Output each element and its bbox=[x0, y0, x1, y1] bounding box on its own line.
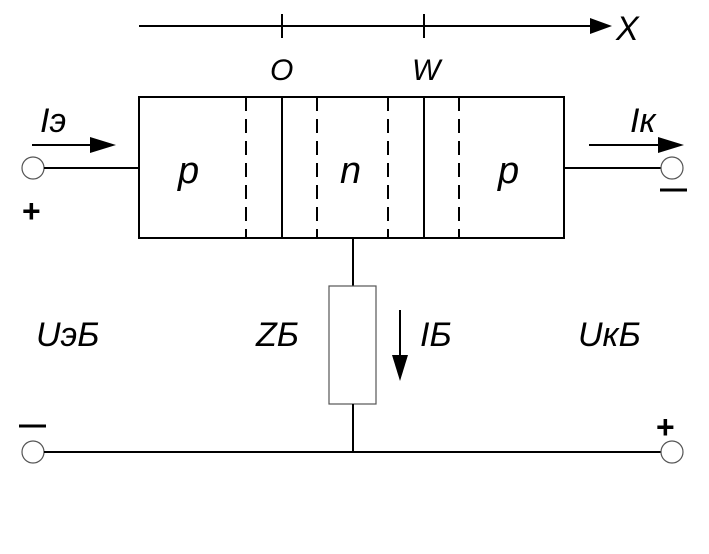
bottom-right-terminal bbox=[660, 440, 684, 464]
base-current-label: IБ bbox=[420, 316, 452, 354]
collector-terminal bbox=[660, 156, 684, 180]
region-p-collector: p bbox=[497, 150, 519, 192]
collector-base-voltage-label: UкБ bbox=[578, 316, 641, 354]
base-impedance bbox=[328, 285, 377, 405]
emitter-current-label: Iэ bbox=[40, 102, 66, 140]
collector-current-arrow-icon bbox=[658, 137, 684, 153]
emitter-current-arrow-icon bbox=[90, 137, 116, 153]
emitter-terminal bbox=[21, 156, 45, 180]
tick-label-o: O bbox=[270, 54, 293, 87]
emitter-plus-sign: + bbox=[22, 193, 41, 229]
x-axis-label: X bbox=[615, 10, 640, 48]
bottom-right-plus-sign: + bbox=[656, 409, 675, 445]
impedance-label: ZБ bbox=[255, 316, 299, 354]
bottom-left-terminal bbox=[21, 440, 45, 464]
emitter-base-voltage-label: UэБ bbox=[36, 316, 99, 354]
base-current-arrow-icon bbox=[392, 355, 408, 381]
tick-label-w: W bbox=[412, 54, 443, 87]
collector-current-label: Iк bbox=[630, 102, 657, 140]
x-axis-arrow-icon bbox=[590, 18, 612, 34]
region-p-emitter: p bbox=[177, 150, 199, 192]
region-n-base: n bbox=[340, 150, 361, 192]
